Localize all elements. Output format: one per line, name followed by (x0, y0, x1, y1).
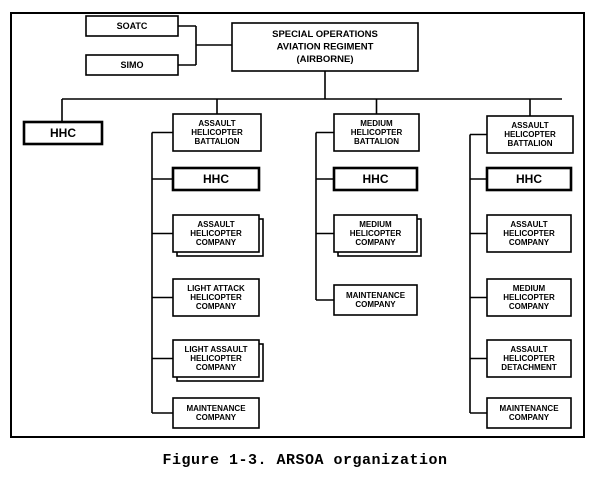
node-soatc-frame (85, 15, 179, 37)
node-left-unit-2-label-2: COMPANY (196, 302, 237, 311)
node-mid-battalion-label-0: MEDIUM (360, 119, 393, 128)
node-regiment-label-1: AVIATION REGIMENT (277, 42, 374, 53)
node-left-unit-4-label-1: COMPANY (196, 413, 237, 422)
node-mid-unit-0-label-0: HHC (363, 172, 389, 186)
node-right-unit-0-label-0: HHC (516, 172, 542, 186)
node-right-unit-0-frame (485, 166, 573, 192)
node-right-battalion-frame (486, 115, 574, 154)
org-chart-diagram: SOATC SIMO SPECIAL OPERATIONS AVIATION REGI… (10, 12, 585, 438)
node-right-unit-4-label-1: COMPANY (509, 413, 550, 422)
node-left-unit-1-label-1: HELICOPTER (190, 229, 242, 238)
node-mid-unit-1-label-0: MEDIUM (359, 220, 392, 229)
node-right-unit-1-label-0: ASSAULT (510, 220, 547, 229)
org-nodes: SOATC SIMO SPECIAL OPERATIONS AVIATION REGI… (22, 15, 574, 429)
node-left-unit-1-label-2: COMPANY (196, 238, 237, 247)
node-mid-battalion-label-2: BATTALION (354, 137, 399, 146)
node-mid-unit-0-frame (332, 166, 419, 192)
connector-lines (61, 25, 562, 414)
node-right-unit-2-label-0: MEDIUM (513, 284, 546, 293)
node-regiment: SPECIAL OPERATIONS AVIATION REGIMENT(AIRB… (231, 22, 419, 72)
node-simo: SIMO (85, 54, 179, 76)
node-mid-unit-1-label-1: HELICOPTER (350, 229, 402, 238)
figure-caption: Figure 1-3. ARSOA organization (162, 452, 448, 469)
node-mid-battalion-frame (333, 113, 420, 152)
node-left-unit-0-label-0: HHC (203, 172, 229, 186)
node-mid-unit-2-label-0: MAINTENANCE (346, 291, 406, 300)
node-left-battalion-label-1: HELICOPTER (191, 128, 243, 137)
node-right-unit-1-label-2: COMPANY (509, 238, 550, 247)
node-hhc-top-frame (22, 120, 104, 146)
node-left-unit-1-frame (172, 214, 260, 253)
node-regiment-frame (231, 22, 419, 72)
node-regiment-label-2: (AIRBORNE) (297, 54, 354, 65)
node-right-unit-3-label-0: ASSAULT (510, 345, 547, 354)
node-right-unit-2-frame (486, 278, 572, 317)
node-soatc-label-0: SOATC (117, 21, 148, 31)
node-right-unit-4-label-0: MAINTENANCE (499, 404, 559, 413)
node-left-unit-1-label-0: ASSAULT (197, 220, 234, 229)
node-left-unit-0: HHC (171, 166, 261, 192)
node-right-unit-2-label-2: COMPANY (509, 302, 550, 311)
node-left-unit-2-frame (172, 278, 260, 317)
node-soatc: SOATC (85, 15, 179, 37)
node-right-unit-4-frame (486, 397, 572, 429)
node-right-unit-2-label-1: HELICOPTER (503, 293, 555, 302)
node-right-unit-3-frame (486, 339, 572, 378)
node-left-unit-3-label-2: COMPANY (196, 363, 237, 372)
node-right-battalion-label-1: HELICOPTER (504, 130, 556, 139)
node-left-battalion-label-2: BATTALION (194, 137, 239, 146)
diagram-border (10, 12, 585, 438)
node-right-unit-1-frame (486, 214, 572, 253)
node-hhc-top: HHC (22, 120, 104, 146)
node-mid-unit-1-label-2: COMPANY (355, 238, 396, 247)
node-right-unit-3-label-2: DETACHMENT (501, 363, 557, 372)
node-simo-label-0: SIMO (120, 60, 143, 70)
node-simo-frame (85, 54, 179, 76)
node-left-unit-4-frame (172, 397, 260, 429)
node-hhc-top-label-0: HHC (50, 126, 76, 140)
node-right-battalion-label-0: ASSAULT (511, 121, 548, 130)
node-left-unit-0-frame (171, 166, 261, 192)
node-right-battalion-label-2: BATTALION (507, 139, 552, 148)
node-right-unit-1-label-1: HELICOPTER (503, 229, 555, 238)
node-mid-unit-1-frame (333, 214, 418, 253)
node-left-unit-4-label-0: MAINTENANCE (186, 404, 246, 413)
node-left-unit-2-label-1: HELICOPTER (190, 293, 242, 302)
node-right-unit-3-label-1: HELICOPTER (503, 354, 555, 363)
node-mid-unit-0: HHC (332, 166, 419, 192)
node-mid-unit-2-frame (333, 284, 418, 316)
node-left-unit-2-label-0: LIGHT ATTACK (187, 284, 245, 293)
node-mid-unit-2-label-1: COMPANY (355, 300, 396, 309)
node-right-unit-0: HHC (485, 166, 573, 192)
node-left-unit-3-frame (172, 339, 260, 378)
node-regiment-label-0: SPECIAL OPERATIONS (272, 29, 378, 40)
node-left-battalion-frame (172, 113, 262, 152)
node-mid-battalion-label-1: HELICOPTER (351, 128, 403, 137)
node-left-unit-3-label-1: HELICOPTER (190, 354, 242, 363)
node-left-battalion-label-0: ASSAULT (198, 119, 235, 128)
node-left-unit-3-label-0: LIGHT ASSAULT (184, 345, 247, 354)
